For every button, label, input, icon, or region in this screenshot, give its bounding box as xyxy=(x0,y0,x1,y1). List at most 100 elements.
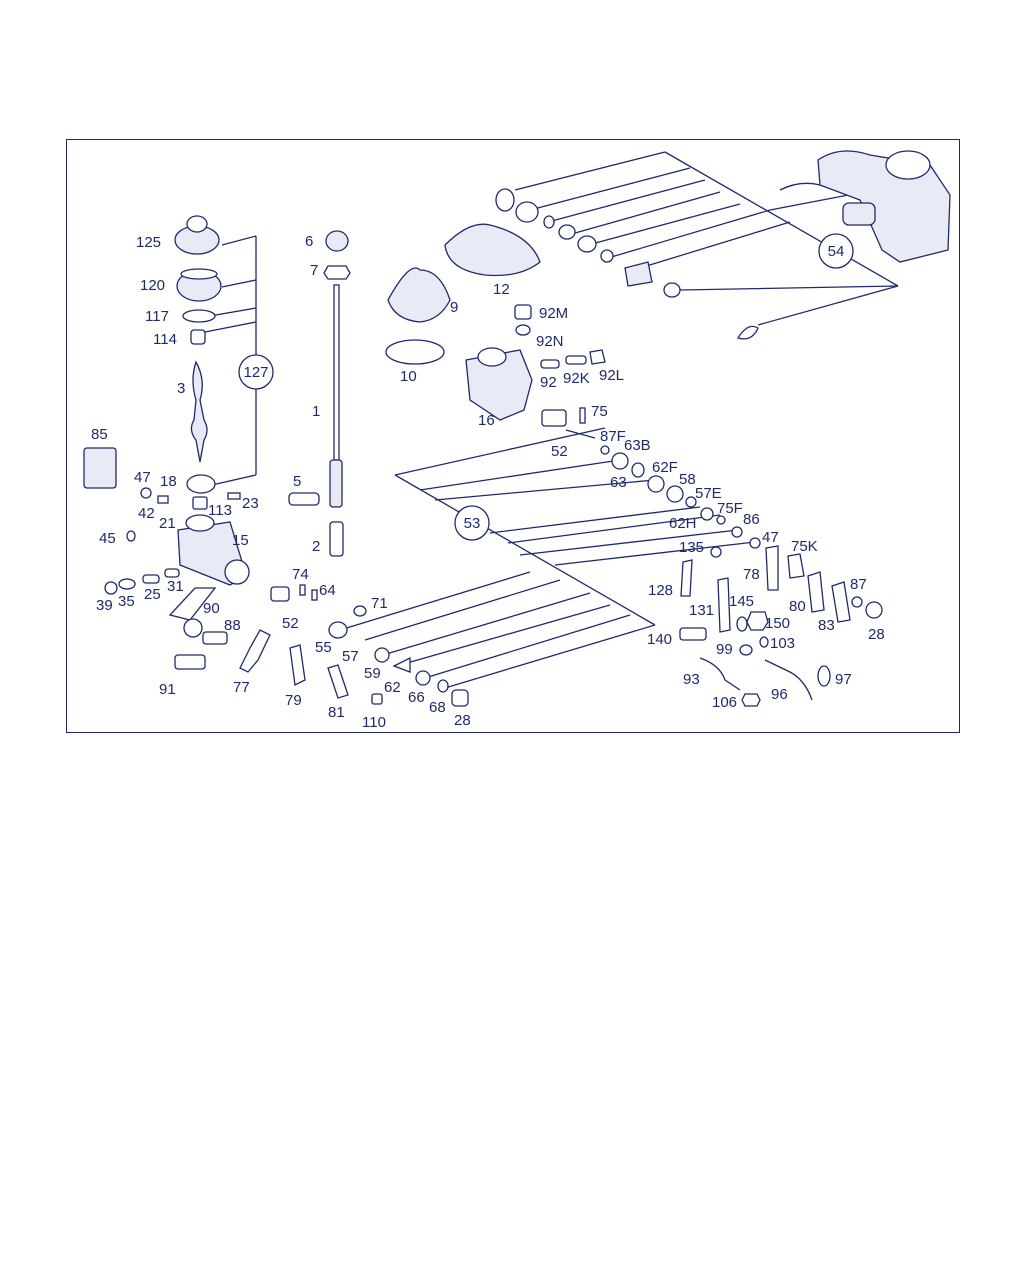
label-131: 131 xyxy=(689,602,714,619)
label-15: 15 xyxy=(232,532,249,549)
label-18: 18 xyxy=(160,473,177,490)
label-52: 52 xyxy=(282,615,299,632)
label-88: 88 xyxy=(224,617,241,634)
callouts xyxy=(238,233,854,541)
leader-lines-top xyxy=(514,151,899,326)
label-5: 5 xyxy=(293,473,301,490)
label-117: 117 xyxy=(145,308,169,325)
label-64: 64 xyxy=(319,582,336,599)
callout-127 xyxy=(238,354,274,390)
label-120: 120 xyxy=(140,277,165,294)
label-75: 75 xyxy=(591,403,608,420)
label-86: 86 xyxy=(743,511,760,528)
label-47-right: 47 xyxy=(762,529,779,546)
label-81: 81 xyxy=(328,704,345,721)
label-150: 150 xyxy=(765,615,790,632)
label-62F: 62F xyxy=(652,459,678,476)
label-128: 128 xyxy=(648,582,673,599)
shift-knob-parts xyxy=(83,215,222,510)
label-7: 7 xyxy=(310,262,318,279)
label-25: 25 xyxy=(144,586,161,603)
boot-parts xyxy=(385,223,541,365)
label-63: 63 xyxy=(610,474,627,491)
label-78: 78 xyxy=(743,566,760,583)
gearbox-housing xyxy=(779,150,951,263)
callout-53 xyxy=(454,505,490,541)
label-75F: 75F xyxy=(717,500,743,517)
label-6: 6 xyxy=(305,233,313,250)
label-77: 77 xyxy=(233,679,250,696)
label-55: 55 xyxy=(315,639,332,656)
label-62H: 62H xyxy=(669,515,697,532)
label-96: 96 xyxy=(771,686,788,703)
selector-housing-parts xyxy=(104,487,250,670)
label-45: 45 xyxy=(99,530,116,547)
label-63B: 63B xyxy=(624,437,651,454)
diagram-frame xyxy=(66,139,960,733)
label-28-left: 28 xyxy=(454,712,471,729)
label-113: 113 xyxy=(208,502,232,519)
label-85: 85 xyxy=(91,426,108,443)
label-80: 80 xyxy=(789,598,806,615)
label-42: 42 xyxy=(138,505,155,522)
label-57: 57 xyxy=(342,648,359,665)
label-31: 31 xyxy=(167,578,184,595)
lever-body-parts xyxy=(465,304,606,439)
label-90: 90 xyxy=(203,600,220,617)
label-110: 110 xyxy=(362,714,386,731)
label-79: 79 xyxy=(285,692,302,709)
label-62: 62 xyxy=(384,679,401,696)
label-145: 145 xyxy=(729,593,754,610)
label-97: 97 xyxy=(835,671,852,688)
washer-parts xyxy=(328,188,883,707)
label-12: 12 xyxy=(493,281,510,298)
label-21: 21 xyxy=(159,515,176,532)
label-92: 92 xyxy=(540,374,557,391)
label-92L: 92L xyxy=(599,367,624,384)
label-93: 93 xyxy=(683,671,700,688)
label-10: 10 xyxy=(400,368,417,385)
label-87: 87 xyxy=(850,576,867,593)
label-92N: 92N xyxy=(536,333,564,350)
label-140: 140 xyxy=(647,631,672,648)
callout-54 xyxy=(818,233,854,269)
label-57E: 57E xyxy=(695,485,722,502)
label-66: 66 xyxy=(408,689,425,706)
label-106: 106 xyxy=(712,694,737,711)
part-labels: 127 53 54 125 120 117 114 3 85 47 18 42 … xyxy=(91,233,885,731)
label-75K: 75K xyxy=(791,538,818,555)
label-2: 2 xyxy=(312,538,320,555)
label-135: 135 xyxy=(679,539,704,556)
label-125: 125 xyxy=(136,234,161,251)
label-16: 16 xyxy=(478,412,495,429)
label-3: 3 xyxy=(177,380,185,397)
label-23: 23 xyxy=(242,495,259,512)
label-92K: 92K xyxy=(563,370,590,387)
label-91: 91 xyxy=(159,681,176,698)
label-83: 83 xyxy=(818,617,835,634)
label-103: 103 xyxy=(770,635,795,652)
label-59: 59 xyxy=(364,665,381,682)
callout-label-127: 127 xyxy=(243,364,268,381)
leader-lines-middle xyxy=(339,427,756,689)
leader-lines-left xyxy=(204,235,257,486)
label-9: 9 xyxy=(450,299,458,316)
label-114: 114 xyxy=(153,331,177,348)
label-68: 68 xyxy=(429,699,446,716)
label-71: 71 xyxy=(371,595,388,612)
label-47: 47 xyxy=(134,469,151,486)
label-58: 58 xyxy=(679,471,696,488)
label-39: 39 xyxy=(96,597,113,614)
label-99: 99 xyxy=(716,641,733,658)
callout-label-53: 53 xyxy=(464,515,481,532)
label-35: 35 xyxy=(118,593,135,610)
label-52-mid: 52 xyxy=(551,443,568,460)
label-1: 1 xyxy=(312,403,320,420)
shift-rod-parts xyxy=(239,230,383,705)
label-87F: 87F xyxy=(600,428,626,445)
callout-label-54: 54 xyxy=(828,243,845,260)
label-92M: 92M xyxy=(539,305,568,322)
label-74: 74 xyxy=(292,566,309,583)
label-28-right: 28 xyxy=(868,626,885,643)
